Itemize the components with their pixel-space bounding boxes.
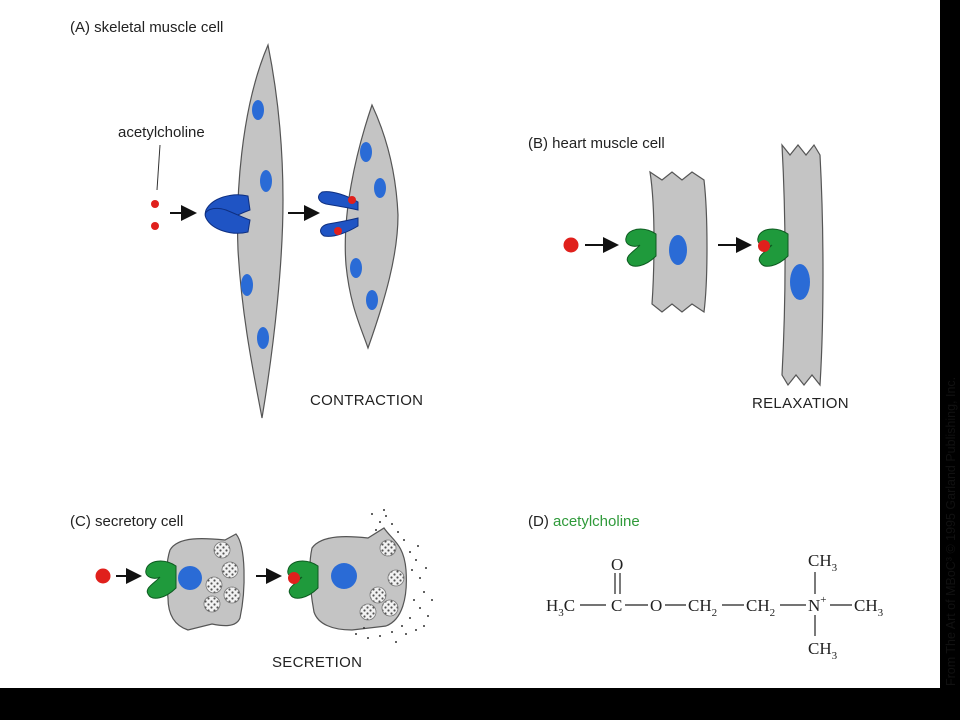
- secretory-vesicle: [221, 561, 239, 579]
- secretory-cell: [166, 533, 245, 631]
- secretory-vesicle: [223, 586, 241, 604]
- nucleus: [241, 274, 253, 296]
- methyl-group: CH3: [854, 596, 884, 619]
- relaxation-label: RELAXATION: [752, 395, 849, 412]
- nucleus: [374, 178, 386, 198]
- ester-oxygen: O: [650, 596, 662, 615]
- secreted-granules: [355, 509, 433, 643]
- methyl-group: H3C: [546, 596, 575, 619]
- acetylcholine-molecule: [151, 222, 159, 230]
- receptor: [287, 560, 319, 599]
- nucleus: [366, 290, 378, 310]
- secretory-vesicle: [205, 576, 223, 594]
- panel-c: (C) secretory cell: [70, 509, 433, 671]
- panel-b: (B) heart muscle cell RELAXATION: [528, 135, 849, 412]
- panel-d-prefix: (D): [528, 513, 553, 530]
- nucleus: [331, 563, 357, 589]
- bound-acetylcholine: [288, 572, 300, 584]
- receptor: [145, 560, 177, 599]
- panel-b-title: (B) heart muscle cell: [528, 135, 665, 152]
- open-receptor: [318, 191, 359, 211]
- panel-a-title: (A) skeletal muscle cell: [70, 19, 223, 36]
- secretion-label: SECRETION: [272, 654, 362, 671]
- panel-d: (D) acetylcholine O H3C C O CH2 CH2 N+ C…: [528, 513, 884, 662]
- acetylcholine-label: acetylcholine: [118, 124, 205, 141]
- acetylcholine-molecule: [95, 568, 111, 584]
- acetylcholine-molecule: [151, 200, 159, 208]
- methyl-group: CH3: [808, 551, 838, 574]
- secretory-vesicle: [387, 569, 405, 587]
- bound-acetylcholine: [334, 227, 342, 235]
- carbonyl-carbon: C: [611, 596, 622, 615]
- nucleus: [257, 327, 269, 349]
- nucleus: [669, 235, 687, 265]
- secretory-vesicle: [381, 599, 399, 617]
- secretory-vesicle: [379, 539, 397, 557]
- methylene-group: CH2: [688, 596, 717, 619]
- contraction-label: CONTRACTION: [310, 392, 423, 409]
- nucleus: [178, 566, 202, 590]
- acetylcholine-structural-formula: O H3C C O CH2 CH2 N+ CH3 CH3 CH3: [546, 551, 884, 662]
- panel-d-highlight: acetylcholine: [553, 513, 640, 530]
- nucleus: [252, 100, 264, 120]
- panel-d-title: (D) acetylcholine: [528, 513, 640, 530]
- nucleus: [360, 142, 372, 162]
- bound-acetylcholine: [348, 196, 356, 204]
- nucleus: [350, 258, 362, 278]
- muscarinic-receptor: [625, 228, 657, 267]
- methyl-group: CH3: [808, 639, 838, 662]
- acetylcholine-molecule: [563, 237, 579, 253]
- nucleus: [260, 170, 272, 192]
- copyright-credit: From The Art of MBoC³ © 1995 Garland Pub…: [944, 377, 958, 686]
- methylene-group: CH2: [746, 596, 775, 619]
- secretory-vesicle: [359, 603, 377, 621]
- muscarinic-receptor: [757, 228, 789, 267]
- carbonyl-oxygen: O: [611, 555, 623, 574]
- acetylcholine-pointer: [156, 144, 161, 191]
- bound-acetylcholine: [758, 240, 770, 252]
- secretory-vesicle: [369, 586, 387, 604]
- panel-a: (A) skeletal muscle cell acetylcholine C…: [70, 19, 423, 419]
- quaternary-nitrogen: N+: [808, 594, 827, 615]
- skeletal-muscle-cell: [236, 42, 284, 419]
- panel-c-title: (C) secretory cell: [70, 513, 183, 530]
- acetylcholine-receptor: [204, 207, 251, 234]
- secretory-vesicle: [203, 595, 221, 613]
- nucleus: [790, 264, 810, 300]
- secretory-vesicle: [213, 541, 231, 559]
